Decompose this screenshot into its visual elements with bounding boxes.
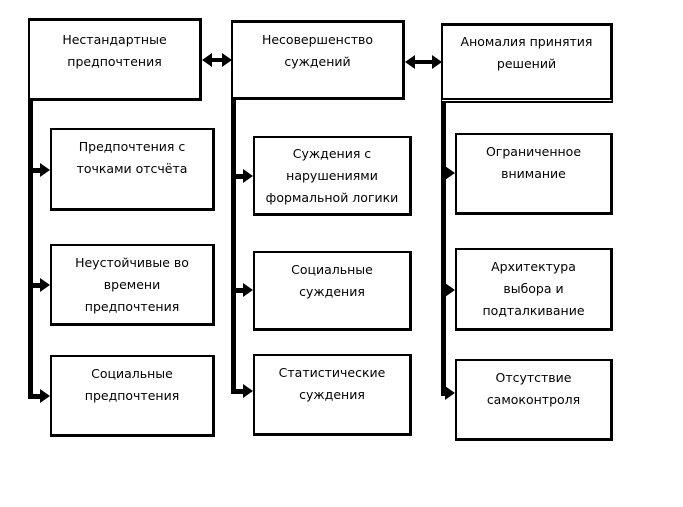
header-line: Аномалия принятия <box>460 34 593 49</box>
header-line: предпочтения <box>67 54 162 69</box>
header-box-imperfect-judgments: Несовершенство суждений <box>231 20 405 100</box>
box-line: Социальные <box>291 262 373 277</box>
branch-line <box>441 288 447 293</box>
branch-line <box>28 394 42 399</box>
box-line: подталкивание <box>482 303 585 318</box>
child-box-formal-logic-violations: Суждения с нарушениями формальной логики <box>253 136 412 216</box>
box-line: внимание <box>501 166 566 181</box>
branch-line <box>28 283 42 288</box>
box-line: времени <box>103 277 161 292</box>
header-line: решений <box>496 56 557 71</box>
child-box-statistical-judgments: Статистические суждения <box>253 354 412 436</box>
arrow-right-icon <box>243 283 253 297</box>
box-line: Отсутствие <box>495 370 572 385</box>
arrow-right-icon <box>445 166 455 180</box>
child-box-social-judgments: Социальные суждения <box>253 251 412 331</box>
box-line: суждения <box>299 387 365 402</box>
child-box-reference-point-preferences: Предпочтения с точками отсчёта <box>50 128 215 211</box>
bidirectional-arrow-icon <box>405 55 442 69</box>
header-line: суждений <box>284 54 351 69</box>
header-line: Нестандартные <box>62 32 167 47</box>
child-box-choice-architecture-nudging: Архитектура выбора и подталкивание <box>455 248 613 331</box>
column-1-trunk-line <box>28 99 33 399</box>
header-box-nonstandard-preferences: Нестандартные предпочтения <box>28 18 202 101</box>
bidirectional-arrow-icon <box>202 53 232 67</box>
child-box-limited-attention: Ограниченное внимание <box>455 133 613 215</box>
box-line: Социальные <box>91 366 173 381</box>
arrow-right-icon <box>243 384 253 398</box>
box-line: суждения <box>299 284 365 299</box>
column-3-trunk-line <box>441 101 446 395</box>
box-line: Суждения с <box>292 146 372 161</box>
box-line: формальной логики <box>265 190 399 205</box>
branch-line <box>231 174 245 179</box>
box-line: Предпочтения с <box>78 139 186 154</box>
child-box-time-inconsistent-preferences: Неустойчивые во времени предпочтения <box>50 244 215 326</box>
box-line: предпочтения <box>84 299 180 314</box>
arrow-right-icon <box>445 283 455 297</box>
arrow-right-icon <box>40 278 50 292</box>
branch-line <box>441 171 447 176</box>
branch-line <box>28 168 42 173</box>
box-line: Архитектура <box>491 259 576 274</box>
box-line: Статистические <box>278 365 386 380</box>
branch-line <box>231 288 245 293</box>
arrow-right-icon <box>40 163 50 177</box>
box-line: самоконтроля <box>486 392 581 407</box>
box-line: точками отсчёта <box>76 161 188 176</box>
box-line: Неустойчивые во <box>75 255 189 270</box>
child-box-social-preferences: Социальные предпочтения <box>50 355 215 437</box>
box-line: Ограниченное <box>485 144 582 159</box>
branch-line <box>441 391 447 396</box>
box-line: выбора и <box>503 281 564 296</box>
column-2-trunk-line <box>231 98 236 394</box>
arrow-right-icon <box>40 389 50 403</box>
child-box-lack-of-self-control: Отсутствие самоконтроля <box>455 359 613 441</box>
box-line: нарушениями <box>286 168 378 183</box>
box-line: предпочтения <box>84 388 180 403</box>
header-line: Несовершенство <box>261 32 374 47</box>
arrow-right-icon <box>243 169 253 183</box>
branch-line <box>231 389 245 394</box>
arrow-right-icon <box>445 386 455 400</box>
header-box-decision-making-anomalies: Аномалия принятия решений <box>441 23 613 103</box>
